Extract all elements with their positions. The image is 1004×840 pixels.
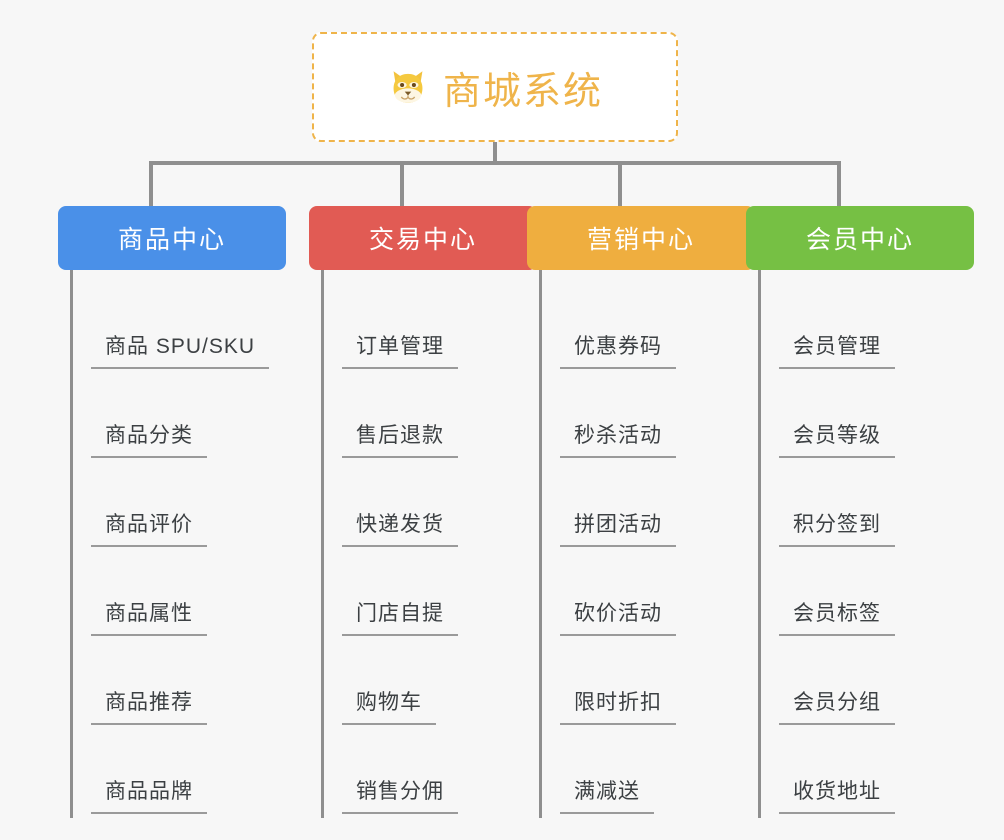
list-item[interactable]: 满减送: [560, 725, 755, 814]
leaf-label: 优惠券码: [560, 330, 676, 369]
column-marketing-center: 营销中心 优惠券码 秒杀活动 拼团活动 砍价活动 限时折扣 满减送: [527, 206, 755, 818]
leaf-label: 限时折扣: [560, 686, 676, 725]
leaf-list-trade-center: 订单管理 售后退款 快递发货 门店自提 购物车 销售分佣: [321, 270, 537, 818]
list-item[interactable]: 积分签到: [779, 458, 974, 547]
list-item[interactable]: 会员等级: [779, 369, 974, 458]
category-title: 会员中心: [805, 226, 914, 254]
list-item[interactable]: 拼团活动: [560, 458, 755, 547]
list-item[interactable]: 商品推荐: [91, 636, 286, 725]
category-header-trade-center[interactable]: 交易中心: [309, 206, 537, 270]
category-title: 交易中心: [368, 226, 477, 254]
category-columns: 商品中心 商品 SPU/SKU 商品分类 商品评价 商品属性 商品推荐 商品品牌…: [0, 206, 1004, 840]
leaf-label: 商品品牌: [91, 775, 207, 814]
shiba-dog-face-icon: [387, 66, 429, 108]
connector-drop-marketing-center: [618, 161, 622, 206]
list-item[interactable]: 优惠券码: [560, 280, 755, 369]
leaf-label: 门店自提: [342, 597, 458, 636]
list-item[interactable]: 商品评价: [91, 458, 286, 547]
category-header-product-center[interactable]: 商品中心: [58, 206, 286, 270]
category-title: 商品中心: [117, 226, 226, 254]
list-item[interactable]: 会员标签: [779, 547, 974, 636]
connector-drop-member-center: [837, 161, 841, 206]
category-header-member-center[interactable]: 会员中心: [746, 206, 974, 270]
leaf-label: 收货地址: [779, 775, 895, 814]
list-item[interactable]: 销售分佣: [342, 725, 537, 814]
list-item[interactable]: 商品品牌: [91, 725, 286, 814]
column-member-center: 会员中心 会员管理 会员等级 积分签到 会员标签 会员分组 收货地址: [746, 206, 974, 818]
leaf-label: 商品评价: [91, 508, 207, 547]
leaf-list-product-center: 商品 SPU/SKU 商品分类 商品评价 商品属性 商品推荐 商品品牌: [70, 270, 286, 818]
list-item[interactable]: 订单管理: [342, 280, 537, 369]
list-item[interactable]: 商品属性: [91, 547, 286, 636]
list-item[interactable]: 快递发货: [342, 458, 537, 547]
list-item[interactable]: 秒杀活动: [560, 369, 755, 458]
leaf-label: 销售分佣: [342, 775, 458, 814]
list-item[interactable]: 门店自提: [342, 547, 537, 636]
leaf-label: 商品推荐: [91, 686, 207, 725]
connector-horizontal-bus: [149, 161, 841, 165]
leaf-label: 订单管理: [342, 330, 458, 369]
leaf-label: 快递发货: [342, 508, 458, 547]
list-item[interactable]: 会员分组: [779, 636, 974, 725]
leaf-label: 砍价活动: [560, 597, 676, 636]
connector-drop-product-center: [149, 161, 153, 206]
category-header-marketing-center[interactable]: 营销中心: [527, 206, 755, 270]
leaf-label: 秒杀活动: [560, 419, 676, 458]
category-title: 营销中心: [586, 226, 695, 254]
list-item[interactable]: 购物车: [342, 636, 537, 725]
list-item[interactable]: 售后退款: [342, 369, 537, 458]
list-item[interactable]: 会员管理: [779, 280, 974, 369]
list-item[interactable]: 商品分类: [91, 369, 286, 458]
leaf-label: 会员标签: [779, 597, 895, 636]
connector-root-stem: [493, 142, 497, 164]
column-trade-center: 交易中心 订单管理 售后退款 快递发货 门店自提 购物车 销售分佣: [309, 206, 537, 818]
root-node-shopping-mall-system[interactable]: 商城系统: [312, 32, 678, 142]
leaf-list-marketing-center: 优惠券码 秒杀活动 拼团活动 砍价活动 限时折扣 满减送: [539, 270, 755, 818]
leaf-label: 积分签到: [779, 508, 895, 547]
leaf-label: 商品 SPU/SKU: [91, 330, 270, 369]
leaf-label: 拼团活动: [560, 508, 676, 547]
list-item[interactable]: 砍价活动: [560, 547, 755, 636]
leaf-list-member-center: 会员管理 会员等级 积分签到 会员标签 会员分组 收货地址: [758, 270, 974, 818]
list-item[interactable]: 收货地址: [779, 725, 974, 814]
leaf-label: 满减送: [560, 775, 654, 814]
leaf-label: 会员分组: [779, 686, 895, 725]
leaf-label: 会员等级: [779, 419, 895, 458]
connector-drop-trade-center: [400, 161, 404, 206]
list-item[interactable]: 限时折扣: [560, 636, 755, 725]
column-product-center: 商品中心 商品 SPU/SKU 商品分类 商品评价 商品属性 商品推荐 商品品牌: [58, 206, 286, 818]
leaf-label: 会员管理: [779, 330, 895, 369]
leaf-label: 售后退款: [342, 419, 458, 458]
root-title: 商城系统: [442, 70, 603, 113]
leaf-label: 商品属性: [91, 597, 207, 636]
leaf-label: 商品分类: [91, 419, 207, 458]
list-item[interactable]: 商品 SPU/SKU: [91, 280, 286, 369]
leaf-label: 购物车: [342, 686, 436, 725]
